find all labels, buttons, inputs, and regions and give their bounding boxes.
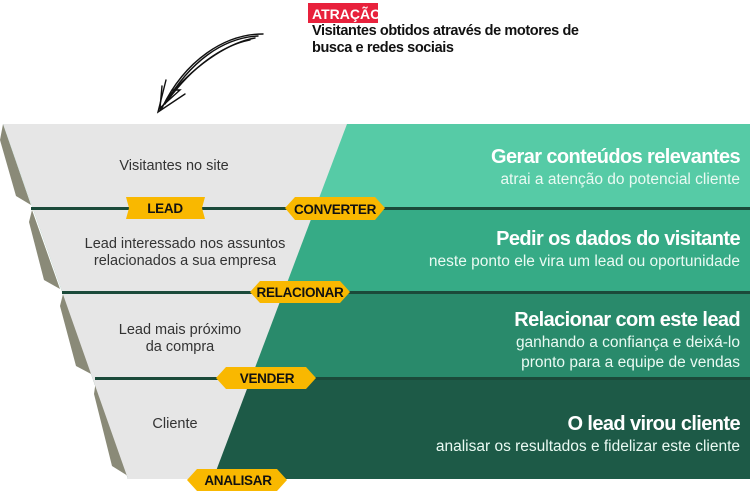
attraction-note-line1: Visitantes obtidos através de motores de [312, 23, 579, 39]
stage-1-title: Gerar conteúdos relevantes [491, 146, 740, 168]
svg-text:VENDER: VENDER [240, 371, 295, 386]
tag-lead: LEAD [126, 197, 205, 219]
stage-2-label-line1: Lead interessado nos assuntos [85, 236, 286, 252]
svg-text:ANALISAR: ANALISAR [204, 473, 272, 488]
stage-3-subtitle-line1: ganhando a confiança e deixá-lo [516, 334, 740, 351]
tag-converter: CONVERTER [285, 197, 385, 220]
stage-3-label-line1: Lead mais próximo [119, 322, 242, 338]
stage-4-title: O lead virou cliente [567, 413, 740, 435]
stage-1-subtitle: atrai a atenção do potencial cliente [500, 171, 740, 188]
attraction-badge-label: ATRAÇÃO [312, 5, 381, 22]
stage-1-label: Visitantes no site [119, 158, 228, 174]
tag-analisar: ANALISAR [187, 469, 287, 491]
stage-2-title: Pedir os dados do visitante [496, 228, 740, 250]
stage-3-subtitle-line2: pronto para a equipe de vendas [521, 354, 740, 371]
stage-4-subtitle: analisar os resultados e fidelizar este … [436, 438, 740, 455]
curved-arrow-icon [156, 33, 264, 114]
stage-2-subtitle: neste ponto ele vira um lead ou oportuni… [429, 253, 740, 270]
stage-2-label-line2: relacionados a sua empresa [94, 253, 277, 269]
stage-dividers [31, 207, 750, 380]
attraction-note-line2: busca e redes sociais [312, 40, 454, 56]
stage-3-title: Relacionar com este lead [514, 309, 740, 331]
stage-3-label-line2: da compra [146, 339, 215, 355]
stage-4-label: Cliente [152, 416, 197, 432]
tag-relacionar: RELACIONAR [250, 281, 350, 303]
tag-vender: VENDER [216, 367, 316, 389]
svg-text:RELACIONAR: RELACIONAR [257, 285, 345, 300]
funnel-shape [3, 124, 347, 479]
svg-text:LEAD: LEAD [147, 201, 183, 216]
svg-text:CONVERTER: CONVERTER [294, 202, 377, 217]
attraction-badge [308, 3, 378, 23]
